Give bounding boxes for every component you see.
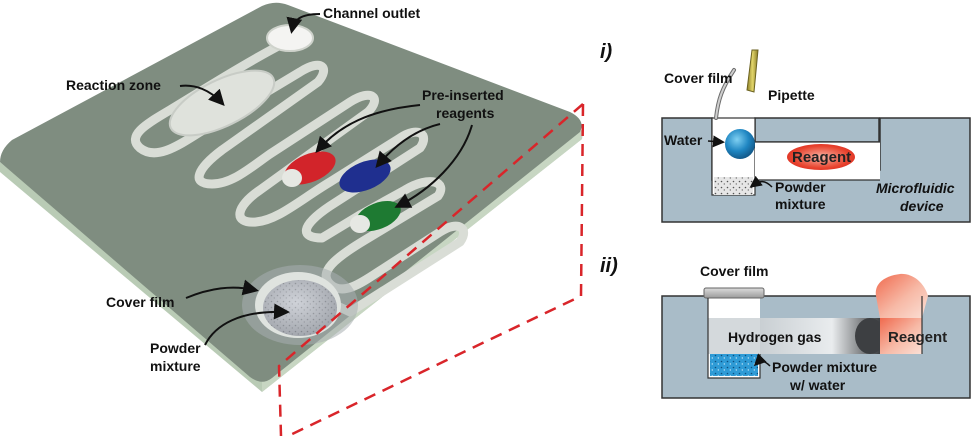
label-reaction-zone: Reaction zone: [66, 77, 161, 93]
label-powder-1: Powder: [150, 340, 201, 356]
label-powder-2: mixture: [150, 358, 201, 374]
panel-ii-reagent-label: Reagent: [888, 329, 947, 346]
section-cut-dashed-box: [277, 103, 585, 438]
panel-i-powder: [714, 177, 753, 195]
panel-ii-hydrogen-label: Hydrogen gas: [728, 329, 822, 345]
panel-ii-reagent-overflow: [875, 273, 928, 318]
panel-i-reagent-label: Reagent: [792, 149, 851, 166]
label-pre-inserted-1: Pre-inserted: [422, 87, 504, 103]
label-cover-film: Cover film: [106, 294, 174, 310]
reagent-red-inlet: [282, 169, 302, 187]
channel-outlet-well: [266, 24, 314, 52]
panel-ii-cover-film: [703, 287, 765, 299]
panel-ii-cover-film-label: Cover film: [700, 263, 768, 279]
panel-ii-powder-label-1: Powder mixture: [772, 359, 877, 375]
panel-ii: ii) Cover film Hydrogen gas Reagent Powd…: [600, 255, 971, 399]
panel-i-device-label-1: Microfluidic: [876, 180, 955, 196]
panel-i-reagent: [787, 144, 855, 170]
panel-i-top-layer: [754, 117, 880, 143]
panel-i-water-label: Water: [664, 132, 703, 148]
pipette-icon: [746, 49, 759, 93]
microfluidic-chip: [0, 2, 583, 392]
label-pre-inserted-2: reagents: [436, 105, 495, 121]
panel-i-tag: i): [600, 41, 613, 63]
panel-i: i) Reagent Cover film Pipette Water Powd…: [600, 41, 971, 223]
panel-i-cover-film-label: Cover film: [664, 70, 732, 86]
panel-ii-reagent-channel: [880, 318, 922, 354]
panel-i-pipette-label: Pipette: [768, 87, 815, 103]
chip-annotations: Channel outlet Reaction zone Pre-inserte…: [66, 5, 504, 374]
panel-i-powder-label-2: mixture: [775, 196, 826, 212]
panel-ii-gas-front: [855, 318, 885, 354]
panel-ii-powder-wet: [710, 354, 758, 376]
panel-i-device-label-2: device: [900, 198, 944, 214]
chip-top-surface: [0, 2, 582, 382]
panel-ii-powder-label-2: w/ water: [789, 377, 846, 393]
reagent-green-inlet: [350, 215, 370, 233]
panel-ii-tag: ii): [600, 255, 618, 277]
panel-i-powder-label-1: Powder: [775, 179, 826, 195]
label-channel-outlet: Channel outlet: [323, 5, 421, 21]
panel-i-water-drop: [725, 129, 755, 159]
